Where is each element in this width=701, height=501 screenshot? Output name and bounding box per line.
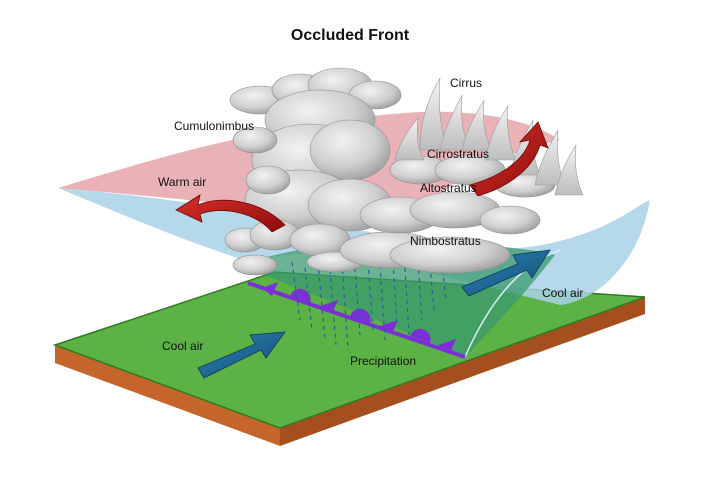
- label-cool-air-right: Cool air: [542, 286, 583, 300]
- label-cool-air-left: Cool air: [162, 339, 203, 353]
- label-nimbostratus: Nimbostratus: [410, 234, 481, 248]
- warm-air-up-arrow: [469, 121, 549, 197]
- label-cirrostratus: Cirrostratus: [427, 147, 489, 161]
- front-symbol-triangle: [262, 282, 278, 296]
- warm-air-left-arrow: [175, 194, 286, 233]
- ground-front-side: [55, 345, 280, 446]
- label-cirrus: Cirrus: [450, 76, 482, 90]
- diagram-title: Occluded Front: [291, 27, 410, 44]
- nimbostratus-altostratus-clouds: [339, 154, 556, 274]
- cool-air-left-arrow: [197, 331, 286, 379]
- front-symbol-semicircle: [350, 308, 371, 323]
- front-symbol-triangle: [438, 339, 456, 353]
- label-cumulonimbus: Cumulonimbus: [174, 119, 254, 133]
- front-symbol-triangle: [380, 320, 398, 334]
- label-warm-air: Warm air: [158, 175, 206, 189]
- label-precipitation: Precipitation: [350, 354, 416, 368]
- cumulonimbus-cloud: [224, 67, 402, 276]
- cool-air-right-arrow: [461, 249, 551, 297]
- ground-right-side: [280, 297, 645, 446]
- precipitation-streaks: [291, 261, 447, 351]
- front-symbol-semicircle: [290, 288, 311, 303]
- cold-air-boundary: [464, 249, 561, 358]
- label-altostratus: Altostratus: [420, 181, 477, 195]
- occluded-front-line: [247, 281, 466, 359]
- front-symbol-semicircle: [410, 328, 431, 343]
